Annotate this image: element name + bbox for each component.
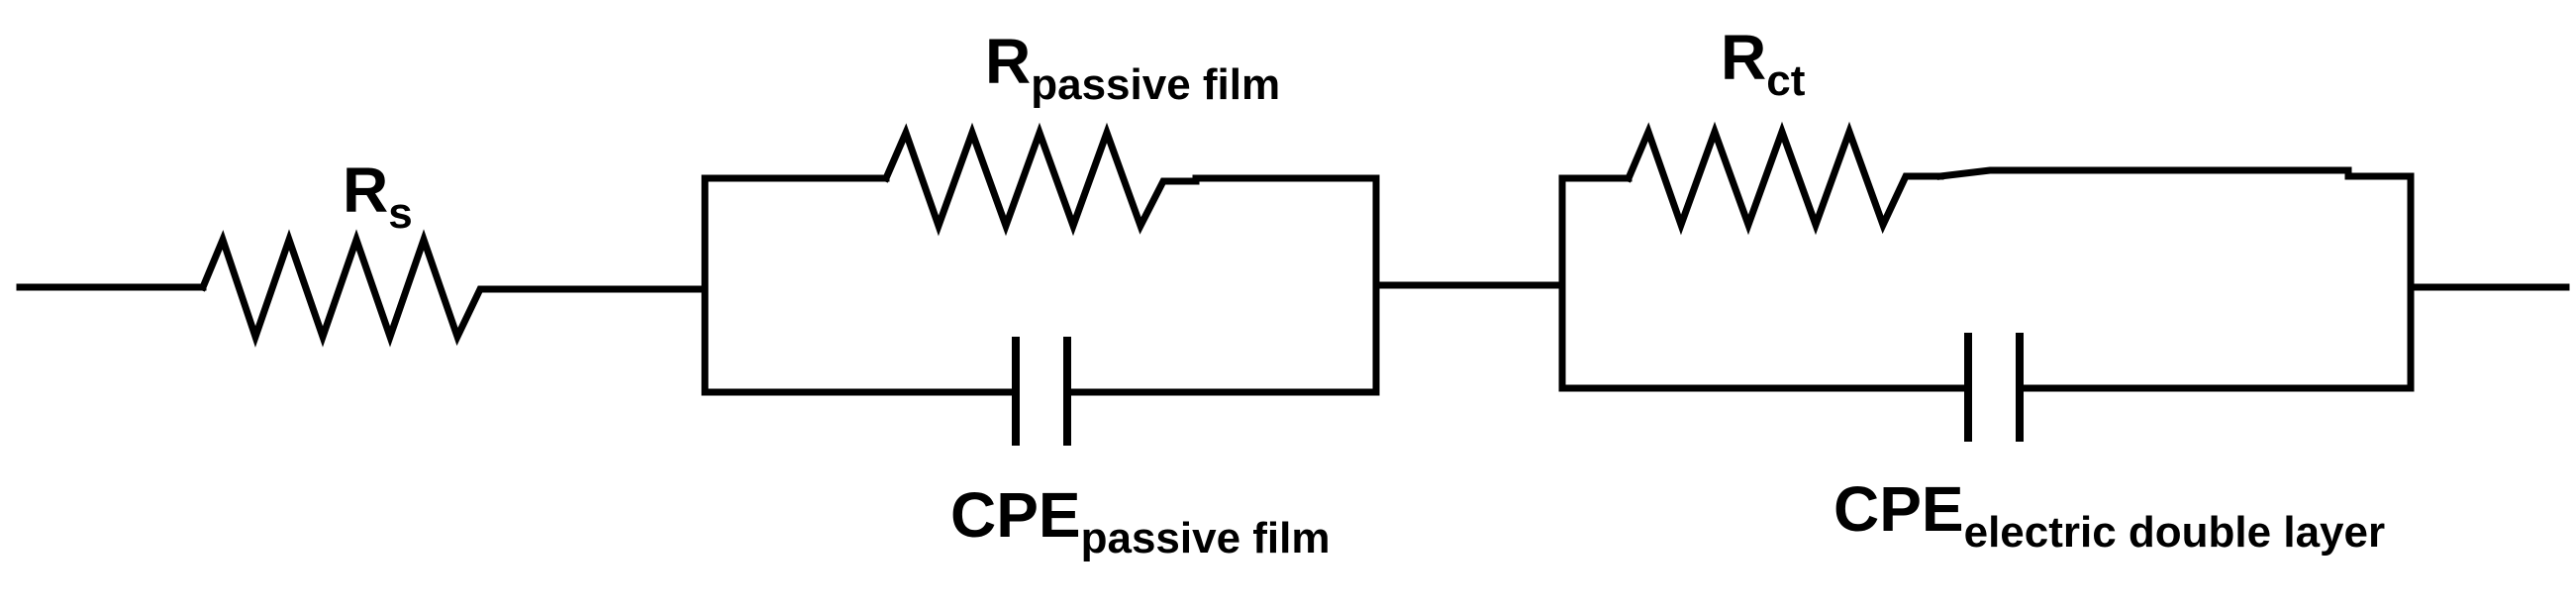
label-cpe-edl-sub: electric double layer bbox=[1963, 508, 2386, 557]
label-cpe-edl: CPEelectric double layer bbox=[1833, 477, 2385, 555]
label-cpe-passive-film-main: CPE bbox=[950, 479, 1081, 551]
resistor-r-passive-film bbox=[881, 122, 1200, 237]
block2-top-right-wire bbox=[1936, 166, 2415, 392]
block1-top-right-wire bbox=[1192, 174, 1380, 396]
label-rct-main: R bbox=[1721, 22, 1767, 93]
label-rct: Rct bbox=[1721, 26, 1805, 103]
label-cpe-edl-main: CPE bbox=[1833, 473, 1964, 545]
label-cpe-passive-film-sub: passive film bbox=[1080, 514, 1331, 562]
label-cpe-passive-film: CPEpassive film bbox=[950, 483, 1331, 561]
resistor-rs bbox=[198, 229, 519, 348]
label-rs-main: R bbox=[343, 154, 389, 226]
label-r-passive-film: Rpassive film bbox=[985, 30, 1280, 107]
label-rs-sub: s bbox=[388, 189, 413, 238]
label-r-passive-film-main: R bbox=[985, 26, 1032, 97]
label-rs: Rs bbox=[343, 158, 413, 236]
resistor-rct bbox=[1624, 121, 1944, 236]
label-rct-sub: ct bbox=[1766, 56, 1806, 105]
label-r-passive-film-sub: passive film bbox=[1031, 60, 1281, 109]
